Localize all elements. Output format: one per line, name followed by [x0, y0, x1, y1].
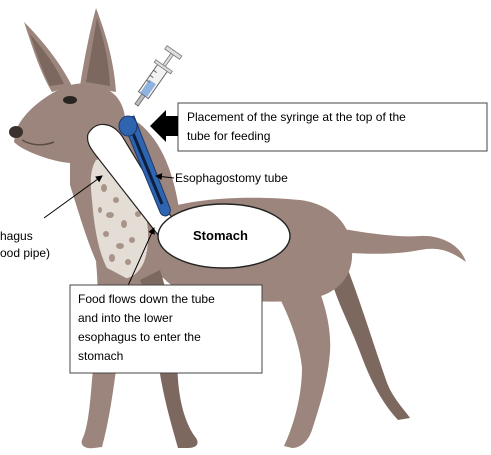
tube-label: Esophagostomy tube [175, 171, 288, 185]
dog-ear-left-inner [30, 34, 64, 86]
syringe [128, 45, 182, 111]
stomach-label: Stomach [193, 228, 248, 243]
syringe-callout-arrow [150, 110, 178, 142]
dog-hind-leg-far [330, 262, 410, 420]
dog-nose [9, 126, 23, 138]
dog-eye [63, 96, 77, 104]
esophagus-label: hagus ood pipe) [0, 229, 50, 260]
